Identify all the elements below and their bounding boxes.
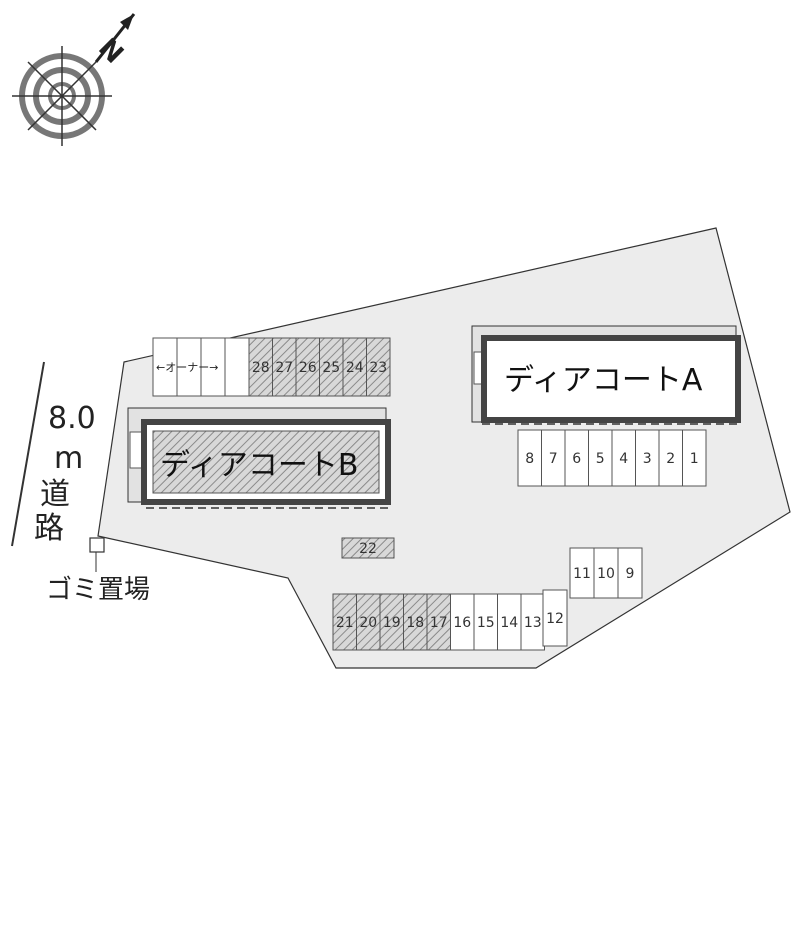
parking-slot-label-23: 23 [369, 360, 387, 376]
parking-slot-22 [341, 537, 395, 559]
parking-slot-label-24: 24 [346, 360, 364, 376]
owner-parking: ←オーナー→ [152, 337, 250, 397]
parking-slot-label-22: 22 [359, 541, 377, 557]
parking-slot-label-18: 18 [406, 615, 424, 631]
parking-slot-label-7: 7 [549, 451, 558, 467]
parking-slot-label-13: 13 [524, 615, 542, 631]
parking-slot-label-16: 16 [453, 615, 471, 631]
building-b: ディアコートB [127, 407, 391, 509]
parking-slot-label-4: 4 [619, 451, 628, 467]
parking-slot-label-25: 25 [322, 360, 340, 376]
compass-rose-icon: N [12, 13, 136, 146]
parking-slot-label-6: 6 [572, 451, 581, 467]
parking-slot-label-17: 17 [430, 615, 448, 631]
parking-slot-label-28: 28 [252, 360, 270, 376]
parking-slot-11 [569, 547, 595, 599]
road-name-char-1: 道 [40, 477, 70, 512]
parking-slot-23 [366, 337, 391, 397]
parking-slot-1 [682, 429, 707, 487]
owner-parking-label: ←オーナー→ [156, 361, 218, 374]
parking-slot-label-27: 27 [275, 360, 293, 376]
parking-slot-label-15: 15 [477, 615, 495, 631]
road-unit-label: m [54, 441, 83, 476]
parking-slot-12 [542, 589, 568, 647]
parking-slot-label-19: 19 [383, 615, 401, 631]
parking-slot-label-11: 11 [573, 566, 591, 582]
parking-slot-label-8: 8 [525, 451, 534, 467]
building-a: ディアコートA [471, 325, 741, 425]
parking-slot-label-5: 5 [596, 451, 605, 467]
parking-slot-label-10: 10 [597, 566, 615, 582]
road-width-label: 8.0 [48, 401, 96, 436]
parking-slot-label-12: 12 [546, 611, 564, 627]
parking-slot-label-14: 14 [500, 615, 518, 631]
building-b-stairs [129, 431, 143, 469]
building-a-name: ディアコートA [504, 363, 703, 398]
road-edge [11, 361, 45, 547]
parking-slot-label-20: 20 [359, 615, 377, 631]
building-a-outline [481, 335, 741, 423]
building-b-name: ディアコートB [160, 448, 358, 483]
parking-slot-label-1: 1 [690, 451, 699, 467]
parking-slot-label-9: 9 [626, 566, 635, 582]
road-name-char-2: 路 [34, 511, 64, 546]
parking-slot-label-2: 2 [666, 451, 675, 467]
garbage-label: ゴミ置場 [46, 575, 150, 605]
parking-slot-9 [617, 547, 643, 599]
garbage-marker [89, 537, 105, 553]
building-b-inner [152, 430, 380, 494]
compass-north-label: N [92, 33, 129, 70]
parking-slot-label-3: 3 [643, 451, 652, 467]
parking-slot-label-21: 21 [336, 615, 354, 631]
parking-slot-label-26: 26 [299, 360, 317, 376]
